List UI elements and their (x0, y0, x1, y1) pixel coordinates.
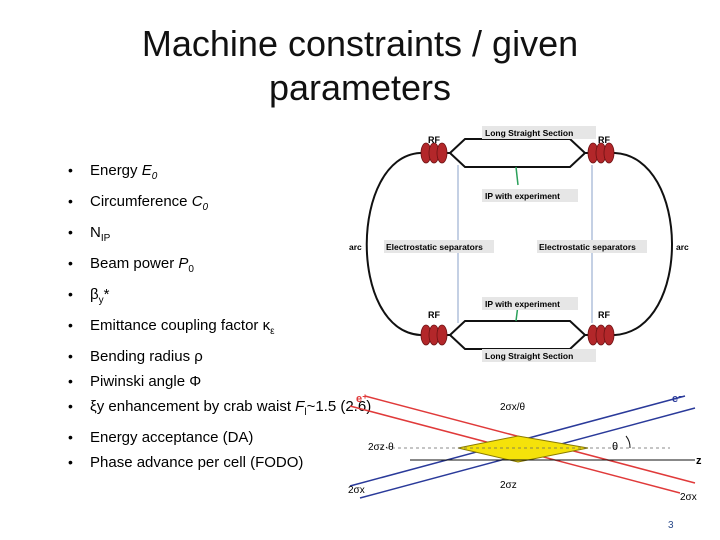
long-straight-bottom-label: Long Straight Section (485, 351, 573, 361)
bullet-energy-acceptance: Energy acceptance (DA) (62, 425, 371, 450)
label-2sz-theta: 2σz·θ (368, 442, 394, 453)
ip-bottom-box (482, 297, 578, 310)
label-2sx-right: 2σx (680, 492, 697, 503)
bullet-piwinski-angle: Piwinski angle Φ (62, 369, 371, 394)
rf-label-bottom-right: RF (598, 310, 610, 320)
page-number: 3 (668, 520, 674, 531)
bullet-crab-waist: ξy enhancement by crab waist Fl~1.5 (2.6… (62, 394, 371, 425)
bullet-energy: Energy E0 (62, 158, 371, 189)
label-2sz: 2σz (500, 480, 517, 491)
slide-title: Machine constraints / given parameters (80, 22, 640, 110)
rf-label-top-right: RF (598, 135, 610, 145)
bullet-beam-power: Beam power P0 (62, 251, 371, 282)
parameter-list: Energy E0 Circumference C0 NIP Beam powe… (62, 158, 371, 475)
title-line-1: Machine constraints / given (141, 23, 579, 64)
crab-waist-crossing-diagram: z θ e⁺ e⁻ 2σx/θ 2σz·θ 2σz 2σx 2σx (348, 393, 702, 503)
e-minus-label: e⁻ (672, 393, 684, 405)
bullet-circumference: Circumference C0 (62, 189, 371, 220)
ip-top-label: IP with experiment (485, 191, 560, 201)
top-width-label: 2σx/θ (500, 402, 526, 413)
long-straight-bottom-box (482, 349, 596, 362)
rf-label-top-left: RF (428, 135, 440, 145)
arc-left-label: arc (349, 242, 362, 252)
separators-left-label: Electrostatic separators (386, 242, 483, 252)
ip-marker-top (515, 166, 519, 186)
separators-right-box (537, 240, 647, 253)
bullet-emittance-coupling: Emittance coupling factor κε (62, 313, 371, 344)
rf-cavity-top-right (587, 142, 615, 164)
separators-right-label: Electrostatic separators (539, 242, 636, 252)
arc-right-label: arc (676, 242, 689, 252)
theta-label: θ (612, 441, 618, 453)
overlap-region (457, 435, 589, 463)
bullet-beta-y: βy* (62, 282, 371, 313)
ip-top-box (482, 189, 578, 202)
z-axis-label: z (696, 455, 702, 467)
collider-ring-diagram: RF RF RF RF Long Straight Section Long S… (349, 126, 689, 362)
bullet-phase-advance: Phase advance per cell (FODO) (62, 450, 371, 475)
top-straight-section (420, 138, 615, 168)
long-straight-top-box (482, 126, 596, 139)
right-arc-line (614, 152, 673, 336)
separators-left-box (384, 240, 494, 253)
rf-label-bottom-left: RF (428, 310, 440, 320)
bullet-nip: NIP (62, 220, 371, 251)
theta-arc (625, 435, 631, 449)
left-arc-line (365, 152, 421, 336)
bullet-bending-radius: Bending radius ρ (62, 344, 371, 369)
bottom-straight-section (420, 320, 615, 350)
rf-cavity-bottom-right (587, 324, 615, 346)
ip-bottom-label: IP with experiment (485, 299, 560, 309)
long-straight-top-label: Long Straight Section (485, 128, 573, 138)
label-2sx-left: 2σx (348, 485, 365, 496)
title-line-2: parameters (268, 67, 452, 108)
rf-cavity-bottom-left (420, 324, 448, 346)
rf-cavity-top-left (420, 142, 448, 164)
e-plus-label: e⁺ (356, 393, 368, 405)
